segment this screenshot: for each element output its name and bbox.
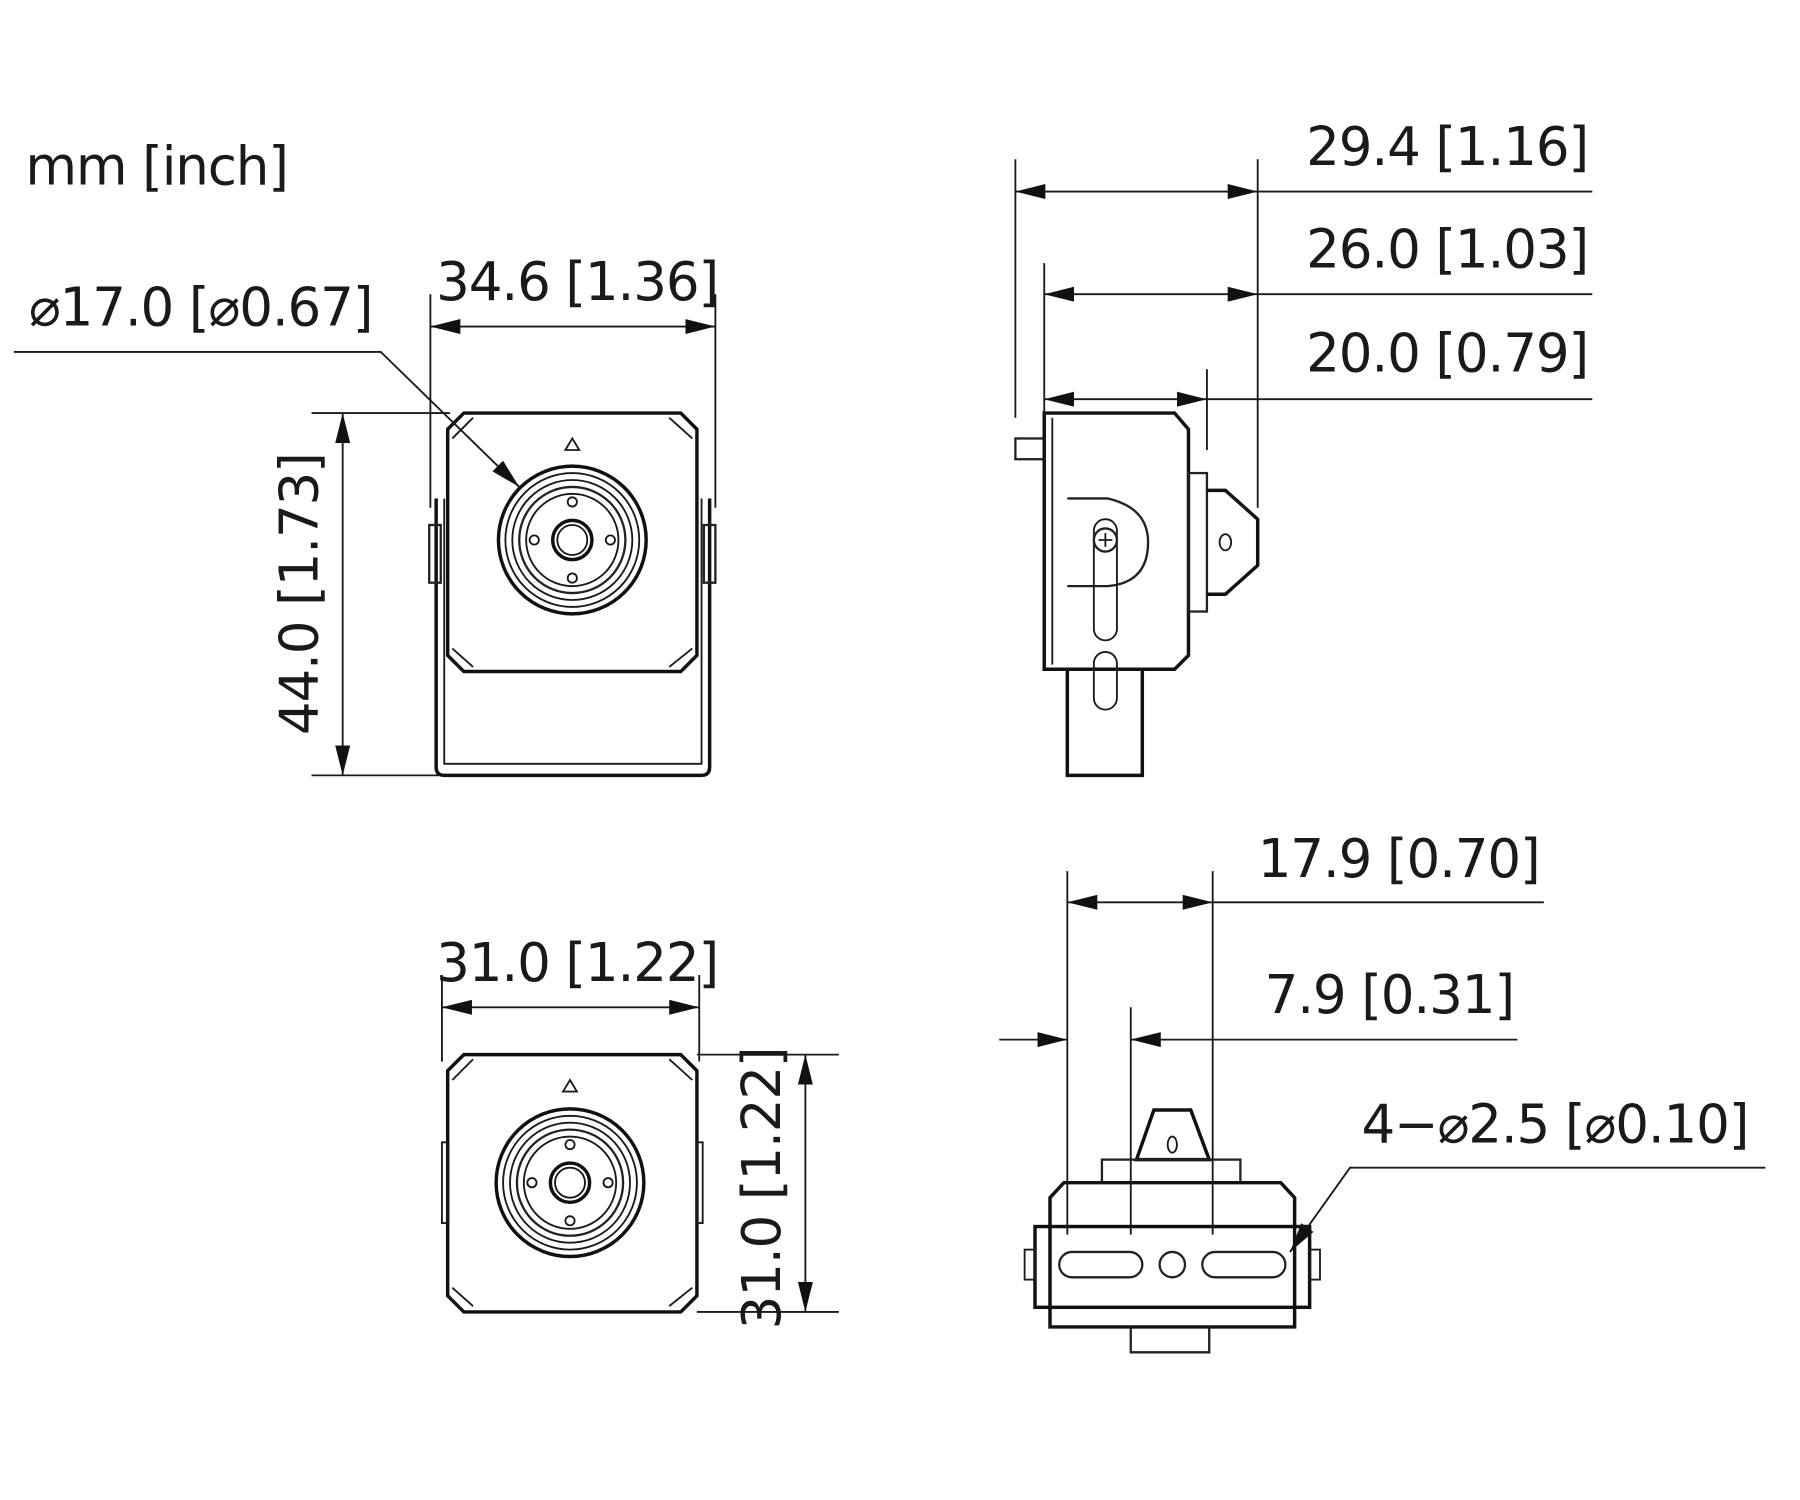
front-view: 34.6 [1.36] ⌀17.0 [⌀0.67] 44.0 [1.73] [13, 251, 719, 778]
front-view-no-bracket: 31.0 [1.22] 31.0 [1.22] [436, 932, 839, 1330]
front-height-dim: 44.0 [1.73] [268, 453, 330, 735]
height-dim: 31.0 [1.22] [731, 1048, 793, 1330]
hole-spacing-dim: 17.9 [0.70] [1258, 828, 1540, 890]
front-width-dim: 34.6 [1.36] [436, 251, 718, 313]
hole-offset-dim: 7.9 [0.31] [1265, 964, 1514, 1026]
lens-diameter-dim: ⌀17.0 [⌀0.67] [29, 276, 372, 338]
side-view: 29.4 [1.16] 26.0 [1.03] 20.0 [0.79] [1014, 116, 1593, 778]
mount-holes-dim: 4−⌀2.5 [⌀0.10] [1362, 1093, 1749, 1155]
lens-body-depth-dim: 26.0 [1.03] [1306, 219, 1588, 281]
units-label: mm [inch] [25, 136, 287, 198]
overall-depth-dim: 29.4 [1.16] [1306, 116, 1588, 178]
width-dim: 31.0 [1.22] [436, 932, 718, 994]
bottom-view: 17.9 [0.70] 7.9 [0.31] 4−⌀2.5 [⌀0.10] [999, 828, 1766, 1354]
body-depth-dim: 20.0 [0.79] [1306, 323, 1588, 385]
